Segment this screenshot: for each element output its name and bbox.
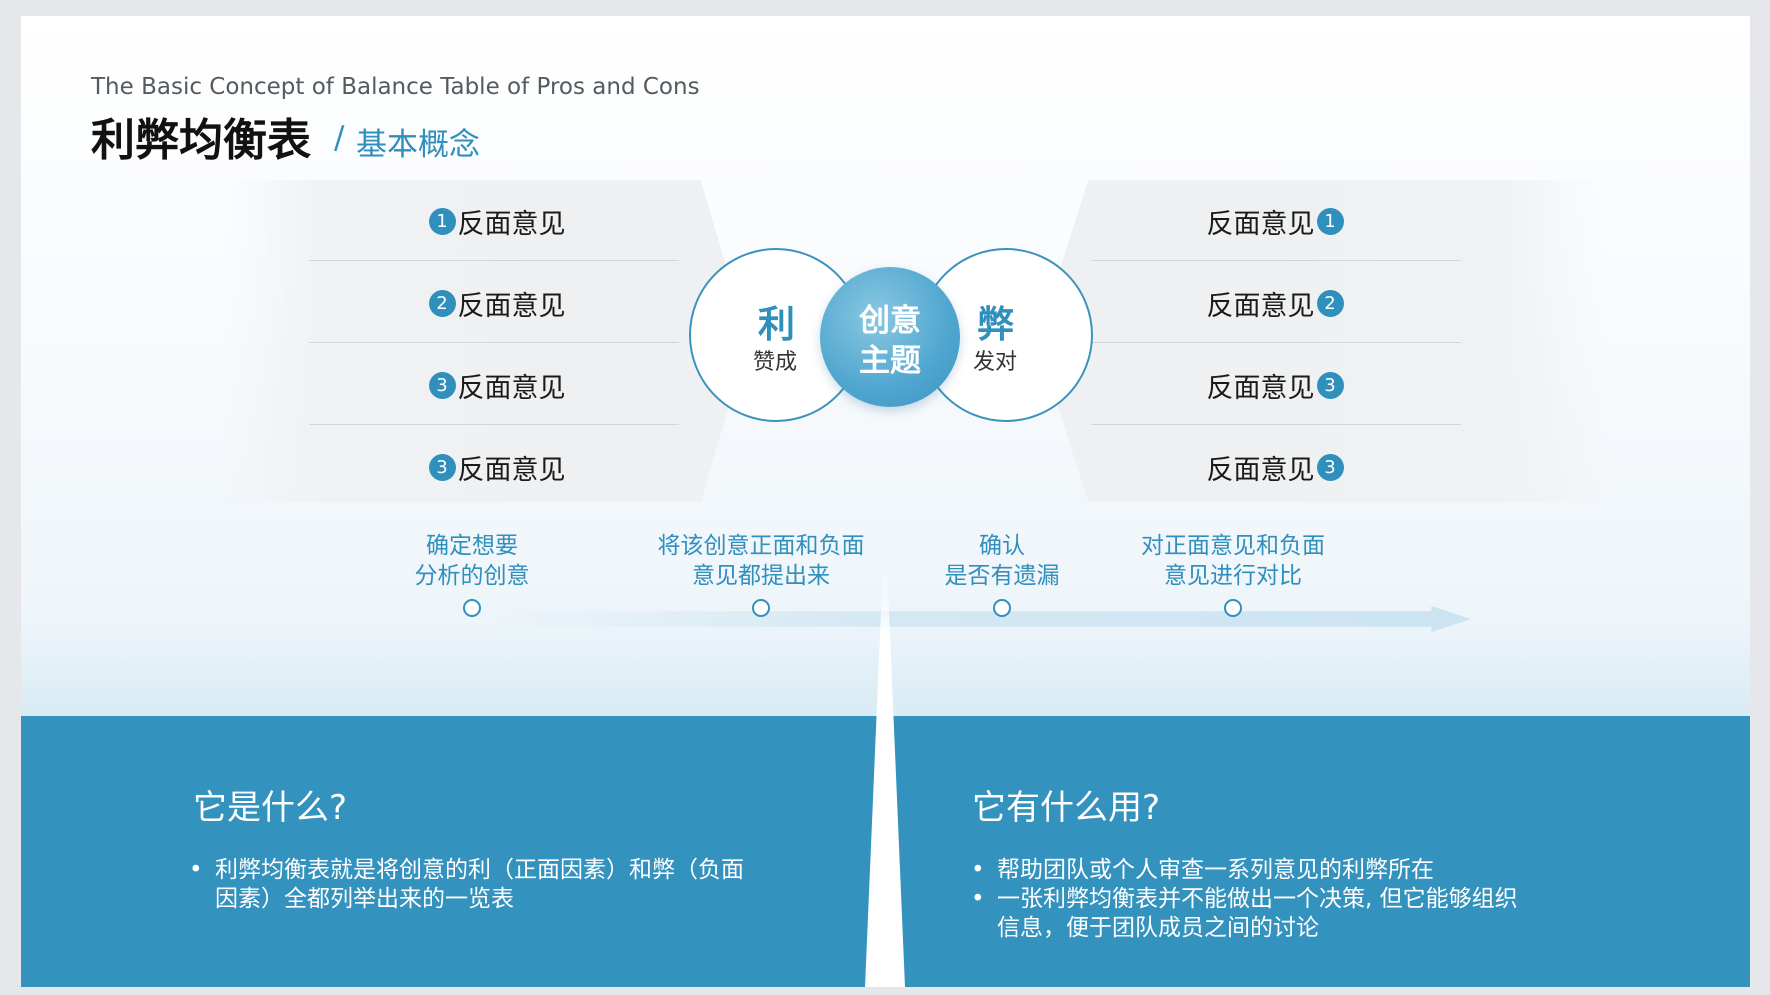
idea-topic-label: 创意 主题 bbox=[820, 301, 960, 381]
idea-topic-circle bbox=[820, 267, 960, 407]
what-is-item: 利弊均衡表就是将创意的利（正面因素）和弊（负面 因素）全都列举出来的一览表 bbox=[189, 856, 829, 914]
step-text: 确定想要 bbox=[426, 533, 518, 559]
number-badge: 3 bbox=[428, 453, 456, 481]
usage-list: 帮助团队或个人审查一系列意见的利弊所在 一张利弊均衡表并不能做出一个决策, 但它… bbox=[971, 856, 1631, 943]
step-text: 意见都提出来 bbox=[692, 563, 830, 589]
usage-line: 一张利弊均衡表并不能做出一个决策, 但它能够组织 bbox=[997, 886, 1518, 912]
what-is-list: 利弊均衡表就是将创意的利（正面因素）和弊（负面 因素）全都列举出来的一览表 bbox=[189, 856, 829, 914]
english-subtitle: The Basic Concept of Balance Table of Pr… bbox=[91, 74, 700, 100]
step-text: 分析的创意 bbox=[414, 563, 530, 589]
number-badge: 3 bbox=[1316, 371, 1344, 399]
step-text: 是否有遗漏 bbox=[944, 563, 1060, 589]
row-divider bbox=[1091, 260, 1461, 261]
step-text: 确认 bbox=[979, 533, 1025, 559]
number-badge: 3 bbox=[428, 371, 456, 399]
pros-circle-caption: 赞成 bbox=[753, 350, 798, 375]
idea-topic-line2: 主题 bbox=[859, 343, 921, 379]
step-text: 意见进行对比 bbox=[1164, 563, 1302, 589]
row-divider bbox=[309, 424, 679, 425]
pros-row-label: 反面意见 bbox=[457, 290, 566, 322]
step-dot bbox=[1224, 599, 1242, 617]
row-divider bbox=[309, 260, 679, 261]
usage-line: 信息，便于团队成员之间的讨论 bbox=[997, 915, 1319, 941]
cons-circle-caption: 发对 bbox=[973, 350, 1018, 375]
pros-panel bbox=[223, 180, 748, 502]
cons-row-label: 反面意见 bbox=[1206, 290, 1315, 322]
what-is-line: 因素）全都列举出来的一览表 bbox=[215, 886, 514, 912]
row-divider bbox=[309, 342, 679, 343]
usage-item: 帮助团队或个人审查一系列意见的利弊所在 bbox=[971, 856, 1631, 885]
slide: The Basic Concept of Balance Table of Pr… bbox=[21, 16, 1750, 987]
what-is-title: 它是什么? bbox=[193, 788, 348, 828]
title-subheading: 基本概念 bbox=[356, 127, 480, 163]
process-arrow bbox=[481, 606, 1471, 632]
row-divider bbox=[1091, 342, 1461, 343]
idea-topic-line1: 创意 bbox=[859, 303, 921, 339]
number-badge: 3 bbox=[1316, 453, 1344, 481]
row-divider bbox=[1091, 424, 1461, 425]
cons-row-label: 反面意见 bbox=[1206, 372, 1315, 404]
usage-line: 帮助团队或个人审查一系列意见的利弊所在 bbox=[997, 857, 1434, 883]
step-3: 确认 是否有遗漏 bbox=[945, 531, 1060, 591]
usage-item: 一张利弊均衡表并不能做出一个决策, 但它能够组织 信息，便于团队成员之间的讨论 bbox=[971, 885, 1631, 943]
step-2: 将该创意正面和负面 意见都提出来 bbox=[658, 531, 865, 591]
number-badge: 2 bbox=[1316, 289, 1344, 317]
usage-title: 它有什么用? bbox=[972, 788, 1161, 828]
pros-row-label: 反面意见 bbox=[457, 372, 566, 404]
pros-circle-label: 利 bbox=[758, 303, 795, 346]
cons-circle-label: 弊 bbox=[977, 303, 1014, 346]
step-dot bbox=[463, 599, 481, 617]
cons-panel bbox=[1037, 180, 1607, 502]
cons-circle bbox=[919, 248, 1093, 422]
step-dot bbox=[752, 599, 770, 617]
step-1: 确定想要 分析的创意 bbox=[415, 531, 530, 591]
number-badge: 2 bbox=[428, 289, 456, 317]
cons-row-label: 反面意见 bbox=[1206, 208, 1315, 240]
pros-row-label: 反面意见 bbox=[457, 454, 566, 486]
step-text: 对正面意见和负面 bbox=[1141, 533, 1325, 559]
step-dot bbox=[993, 599, 1011, 617]
step-4: 对正面意见和负面 意见进行对比 bbox=[1141, 531, 1325, 591]
page-title: 利弊均衡表 bbox=[91, 115, 311, 166]
number-badge: 1 bbox=[428, 207, 456, 235]
step-text: 将该创意正面和负面 bbox=[657, 533, 865, 559]
cons-row-label: 反面意见 bbox=[1206, 454, 1315, 486]
title-separator: / bbox=[334, 120, 345, 156]
what-is-line: 利弊均衡表就是将创意的利（正面因素）和弊（负面 bbox=[215, 857, 744, 883]
pros-row-label: 反面意见 bbox=[457, 208, 566, 240]
number-badge: 1 bbox=[1316, 207, 1344, 235]
